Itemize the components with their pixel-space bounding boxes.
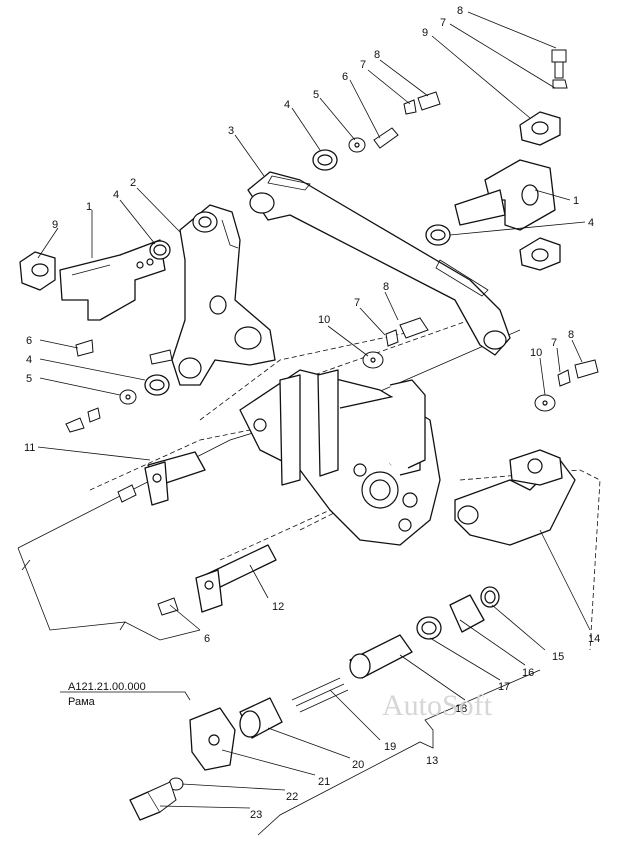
callout-5: 5 bbox=[313, 89, 319, 101]
frame-label: А121.21.00.000 Рама bbox=[68, 681, 146, 708]
frame-code: А121.21.00.000 bbox=[68, 681, 146, 693]
callout-labels: 8 7 9 8 7 6 5 4 3 1 4 2 4 1 9 6 4 5 8 7 … bbox=[24, 5, 600, 821]
callout-9: 9 bbox=[52, 219, 58, 231]
callout-1: 1 bbox=[573, 195, 579, 207]
callout-10: 10 bbox=[530, 347, 542, 359]
part-6-grease-fittings bbox=[75, 127, 399, 616]
callout-15: 15 bbox=[552, 651, 564, 663]
part-4-rings bbox=[144, 149, 451, 396]
callout-19: 19 bbox=[384, 741, 396, 753]
callout-8: 8 bbox=[374, 49, 380, 61]
part-1-left-fork bbox=[59, 239, 166, 321]
callout-12: 12 bbox=[272, 601, 284, 613]
callout-7: 7 bbox=[354, 297, 360, 309]
part-5-washers bbox=[119, 137, 366, 405]
part-2-triangular-link bbox=[171, 204, 276, 386]
callout-3: 3 bbox=[228, 125, 234, 137]
part-1-right-fork bbox=[454, 159, 556, 231]
leader-lines bbox=[37, 11, 591, 836]
callout-6: 6 bbox=[26, 335, 32, 347]
callout-22: 22 bbox=[286, 791, 298, 803]
part-21-end-plate bbox=[189, 707, 236, 771]
part-9-right-flanges bbox=[519, 111, 561, 271]
part-11-pin bbox=[144, 451, 206, 506]
callout-14: 14 bbox=[588, 633, 600, 645]
callout-20: 20 bbox=[352, 759, 364, 771]
part-3-long-arm bbox=[247, 171, 511, 356]
callout-4: 4 bbox=[26, 354, 32, 366]
callout-5: 5 bbox=[26, 373, 32, 385]
frame-name: Рама bbox=[68, 696, 96, 708]
callout-4: 4 bbox=[284, 99, 290, 111]
callout-8: 8 bbox=[457, 5, 463, 17]
callout-23: 23 bbox=[250, 809, 262, 821]
callout-4: 4 bbox=[588, 217, 594, 229]
cylinder-parts bbox=[239, 586, 500, 739]
callout-10: 10 bbox=[318, 314, 330, 326]
callout-8: 8 bbox=[383, 281, 389, 293]
callout-17: 17 bbox=[498, 681, 510, 693]
part-7-8-bolts bbox=[65, 49, 599, 433]
frame-bracket-plate bbox=[239, 369, 441, 546]
callout-9: 9 bbox=[422, 27, 428, 39]
callout-7: 7 bbox=[551, 337, 557, 349]
callout-11: 11 bbox=[24, 442, 35, 454]
callout-16: 16 bbox=[522, 667, 534, 679]
callout-7: 7 bbox=[360, 59, 366, 71]
callout-4: 4 bbox=[113, 189, 119, 201]
part-12-pin bbox=[195, 544, 277, 613]
callout-1: 1 bbox=[86, 201, 92, 213]
callout-7: 7 bbox=[440, 17, 446, 29]
callout-2: 2 bbox=[130, 177, 136, 189]
callout-8: 8 bbox=[568, 329, 574, 341]
part-14-knuckle bbox=[454, 449, 576, 546]
callout-18: 18 bbox=[455, 703, 467, 715]
callout-13: 13 bbox=[426, 755, 438, 767]
callout-6: 6 bbox=[204, 633, 210, 645]
part-22-23-bolt bbox=[129, 777, 184, 821]
callout-21: 21 bbox=[318, 776, 330, 788]
watermark-text: AutoSoft bbox=[382, 689, 493, 722]
part-9-left-flange bbox=[19, 251, 56, 291]
callout-6: 6 bbox=[342, 71, 348, 83]
